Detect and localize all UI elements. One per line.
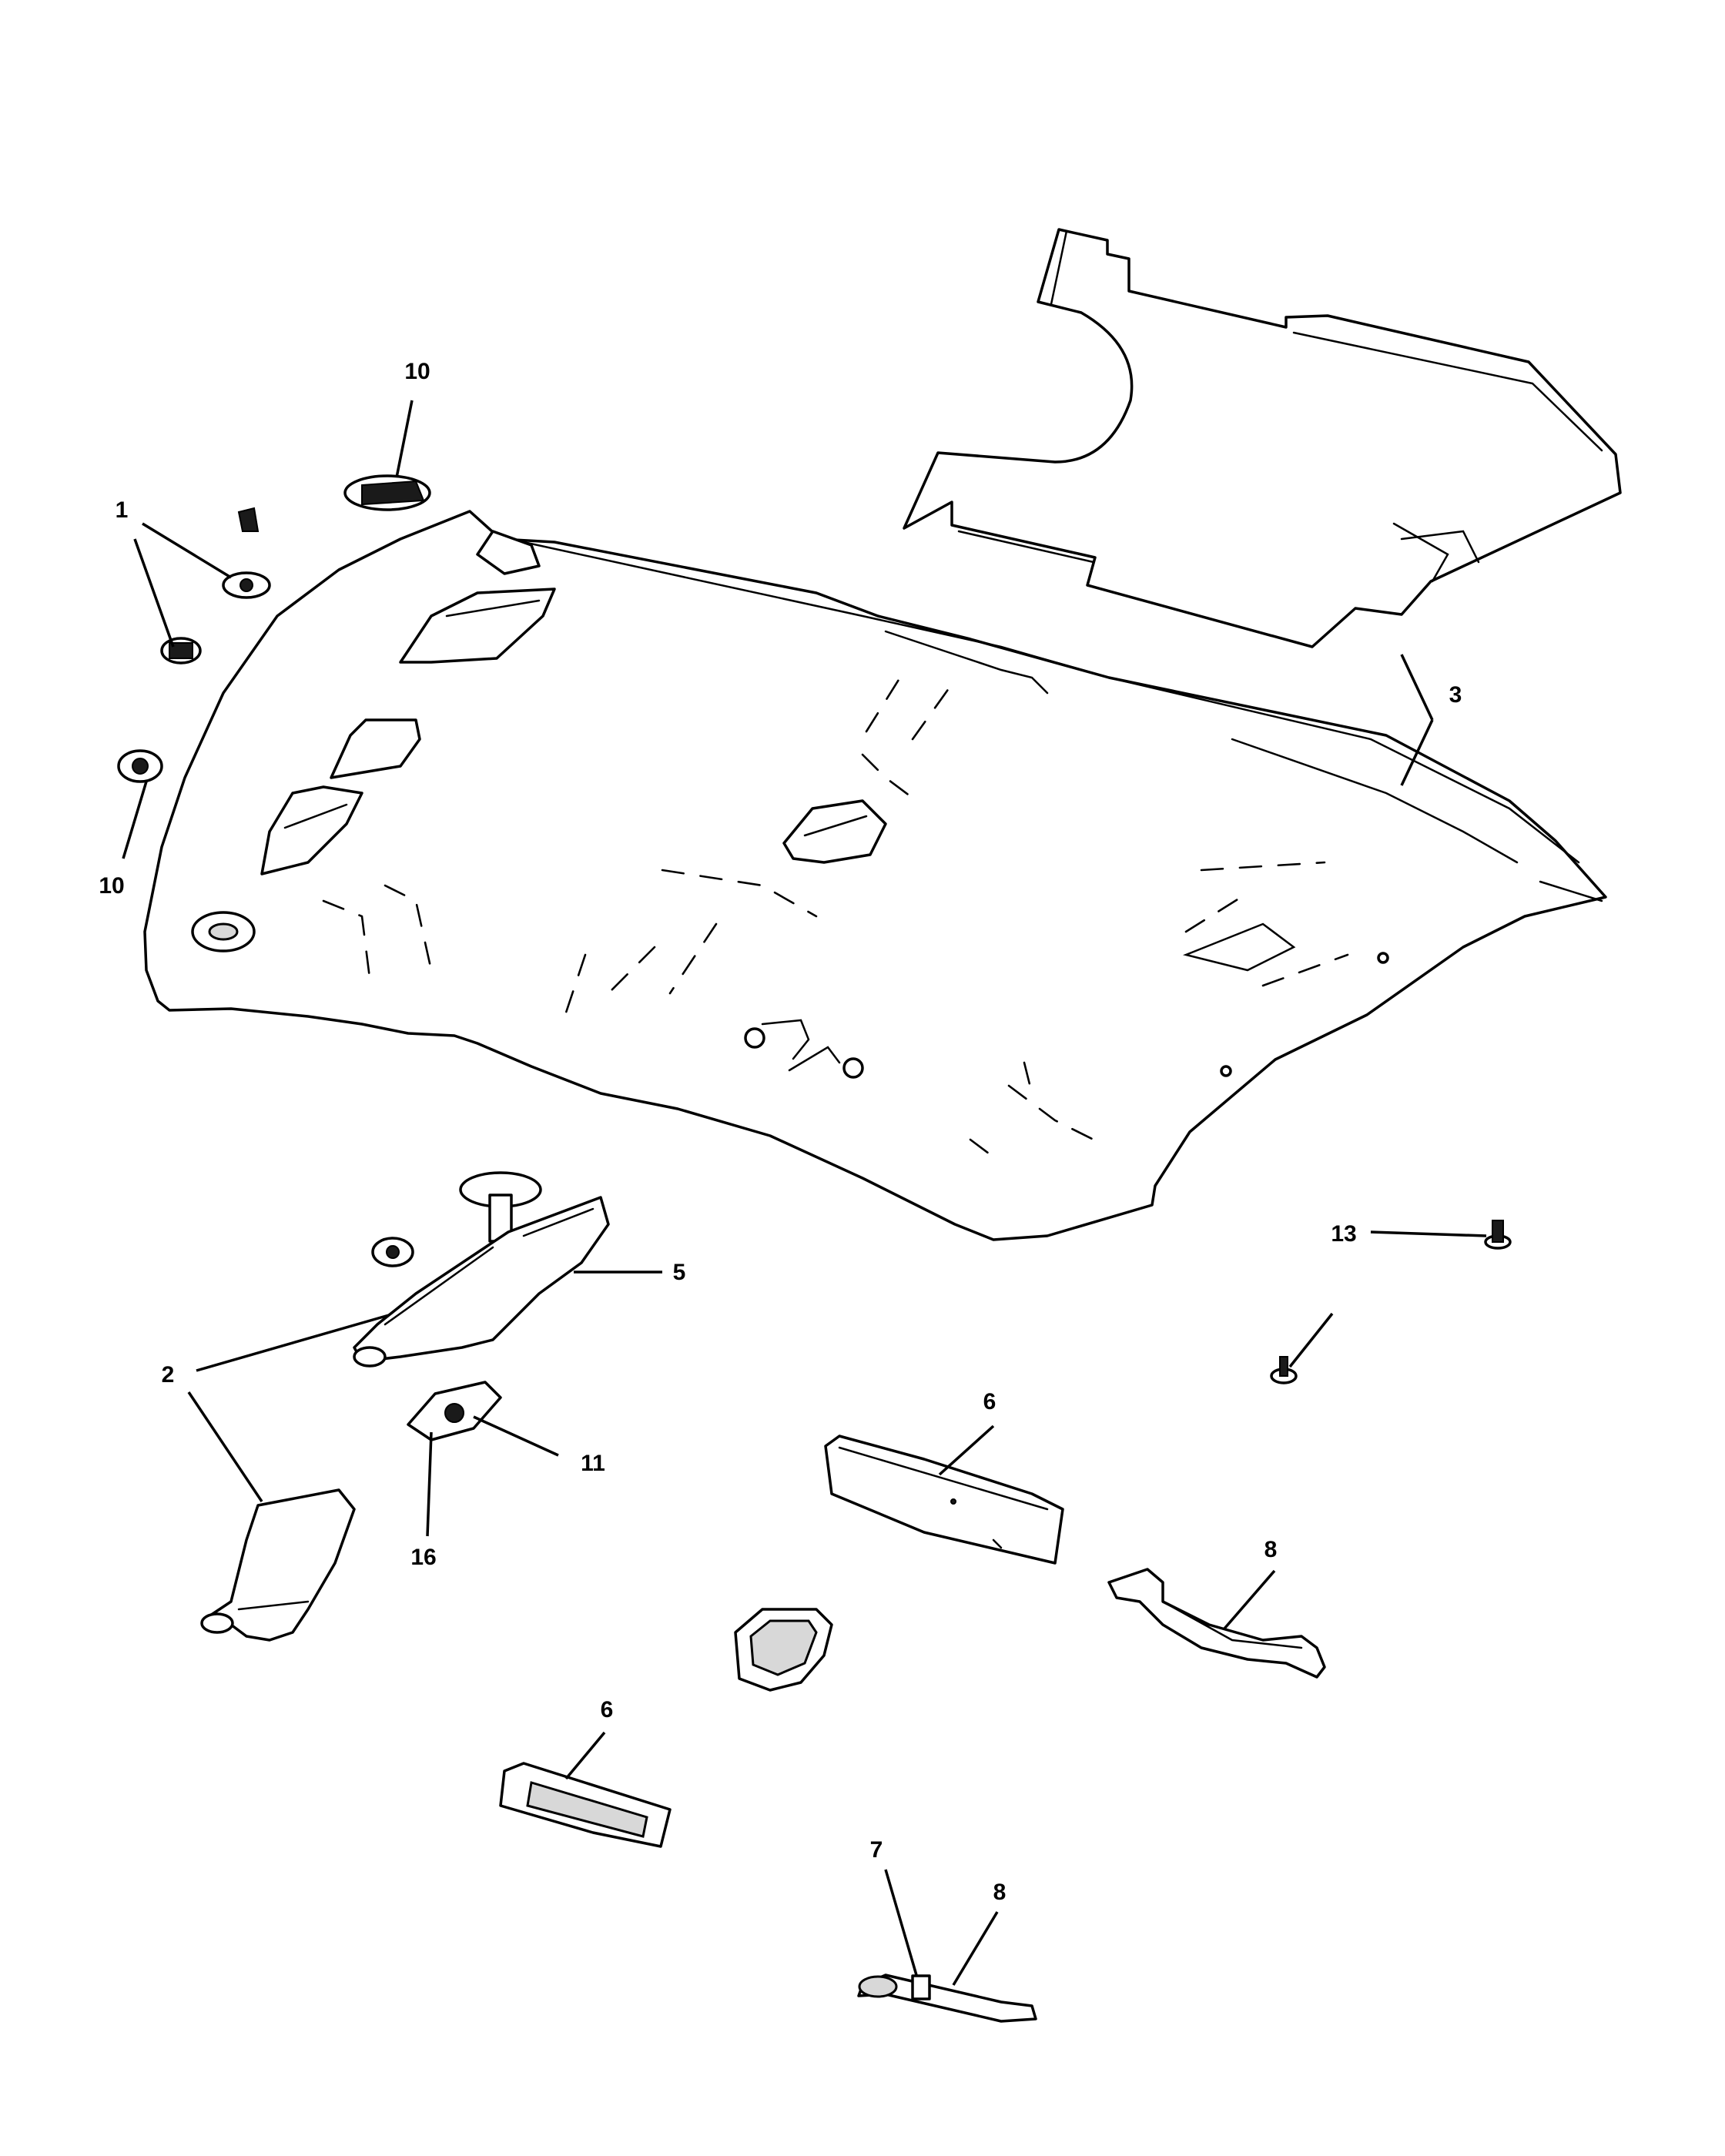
callout-11: 11: [581, 1451, 605, 1476]
callout-8-upper: 8: [1264, 1537, 1278, 1562]
callouts: 10 1 10 3 5 2 11 16 6 13 8 6 7 8: [99, 359, 1462, 1905]
callout-16: 16: [410, 1545, 436, 1570]
screws-13: [1270, 1220, 1512, 1384]
insulation-pad: [903, 228, 1622, 648]
callout-8-lower: 8: [993, 1880, 1007, 1905]
dome-light-bezel: [734, 1608, 833, 1692]
headliner-panel: [143, 510, 1607, 1241]
callout-2: 2: [162, 1362, 175, 1388]
callout-13: 13: [1331, 1221, 1356, 1247]
clip-10-upper: [343, 474, 431, 511]
callout-7: 7: [870, 1837, 883, 1863]
grab-handle-upper: [1107, 1568, 1326, 1679]
callout-10-lower: 10: [99, 873, 124, 899]
callout-6-upper: 6: [983, 1389, 996, 1414]
clips-1: [160, 507, 271, 665]
callout-1: 1: [116, 497, 129, 523]
clip-10-lower: [117, 749, 163, 783]
callout-5: 5: [673, 1260, 686, 1285]
visor-bracket: [407, 1381, 502, 1441]
callout-3: 3: [1449, 682, 1462, 708]
visor-clip: [371, 1237, 414, 1267]
overhead-console-lower: [499, 1762, 672, 1848]
leader-lines: [122, 400, 1487, 1986]
callout-6-lower: 6: [601, 1697, 614, 1722]
sun-visor-lower: [200, 1488, 356, 1642]
callout-10-upper: 10: [404, 359, 430, 384]
sun-visor-upper: [353, 1171, 610, 1368]
overhead-console: [824, 1435, 1064, 1565]
grab-handle-lower: [857, 1974, 1037, 2023]
